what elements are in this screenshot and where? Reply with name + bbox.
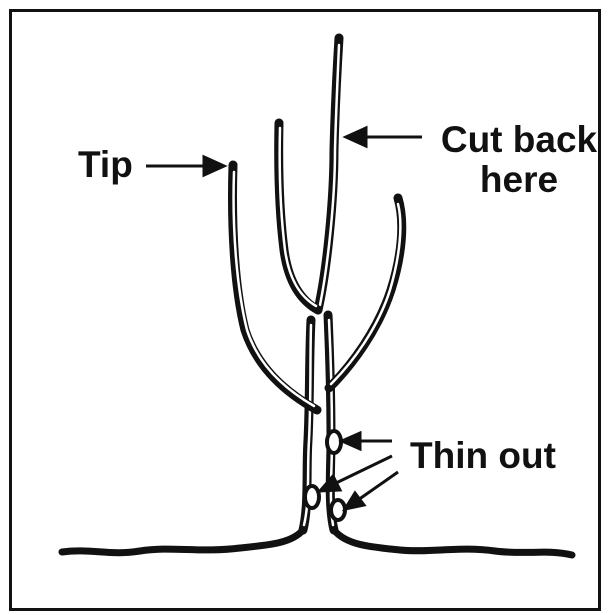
left-branch [233,165,318,410]
tip-label: Tip [78,145,133,185]
thin-arrow-1-head [342,433,360,449]
center-leader [318,38,339,310]
thin-arrow-3-shaft [358,472,398,500]
bud-left [305,486,319,508]
cut-back-line1: Cut back [434,120,604,160]
tip-arrow-head [204,157,224,175]
cut-arrow-head [346,128,366,146]
cut-back-line2: here [434,160,604,200]
fork-branch [279,123,318,310]
thin-arrow-2-head [320,476,340,491]
thin-out-label: Thin out [410,436,556,476]
thin-arrow-2-shaft [334,456,392,484]
bud-upper [327,431,341,453]
right-branch-highlight [331,204,400,384]
ground-line [62,530,572,555]
thin-arrow-3-head [345,493,364,509]
right-branch [329,198,402,388]
cut-back-label: Cut back here [434,120,604,200]
